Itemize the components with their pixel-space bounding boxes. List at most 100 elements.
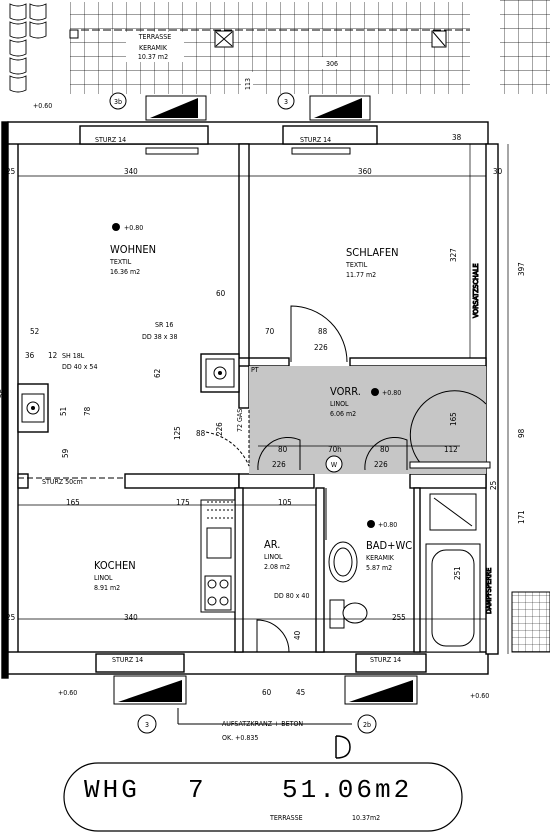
dim-165-right: 165	[449, 412, 458, 426]
dimension-lines	[18, 144, 509, 654]
dim-88-left: 88	[196, 429, 206, 438]
sturz-label-bottom-right: STURZ 14	[370, 656, 401, 664]
dim-112: 112	[444, 445, 458, 454]
level-bottom-right: +0.60	[470, 692, 489, 700]
roof-tiles-left	[9, 3, 47, 93]
dim-327: 327	[449, 248, 458, 262]
title-block-frame	[63, 762, 463, 832]
dimension-texts: 340 360 30 25 38 52 36 12 60 70 88 226 3…	[0, 133, 526, 640]
terrace-top: TERRASSE KERAMIK 10.37 m2 306 113 +0.60 …	[9, 0, 550, 121]
schlafen-floor: TEXTIL	[345, 261, 368, 269]
dim-60-bottom: 60	[262, 688, 272, 697]
wohnen-name: WOHNEN	[110, 243, 156, 256]
kitchen-counter	[200, 499, 236, 613]
wohnen-floor: TEXTIL	[109, 258, 132, 266]
ar-floor: LINOL	[264, 553, 283, 561]
dim-125: 125	[173, 426, 182, 440]
level-top-left: +0.60	[33, 102, 52, 110]
sturz-label-bottom-left: STURZ 14	[112, 656, 143, 664]
room-bad: +0.80 BAD+WC KERAMIK 5.87 m2	[366, 520, 412, 572]
dim-45: 45	[296, 688, 305, 697]
gas-label: 72 GAS	[236, 409, 244, 432]
wohnung-number: 7	[188, 775, 207, 805]
dim-165-bottom: 165	[66, 498, 80, 507]
room-schlafen: SCHLAFEN TEXTIL 11.77 m2	[345, 246, 399, 279]
dim-226-a: 226	[272, 460, 286, 469]
title-block: WHG 7 51.06m2 TERRASSE 10.37m2	[63, 762, 463, 832]
terrace-floor: KERAMIK	[139, 44, 168, 52]
kochen-name: KOCHEN	[94, 559, 136, 572]
schlafen-area: 11.77 m2	[346, 271, 376, 279]
dim-25-left: 25	[0, 389, 8, 398]
entrance-marker: W	[325, 455, 491, 473]
dim-171: 171	[517, 510, 526, 524]
dim-175: 175	[176, 498, 190, 507]
dim-80-b: 80	[380, 445, 390, 454]
dampfsperre-label: DAMPFSPERRE	[485, 568, 493, 614]
dim-113: 113	[244, 78, 252, 90]
dim-12: 12	[48, 351, 57, 360]
terrace-area: 10.37 m2	[138, 53, 168, 61]
dim-40: 40	[293, 630, 302, 640]
level-bottom-left: +0.60	[58, 689, 77, 697]
bottom-lintels: STURZ 14 STURZ 14 +0.60 +0.60 60 45 AUFS…	[58, 591, 550, 759]
dim-226-b: 226	[374, 460, 388, 469]
walls	[1, 121, 499, 679]
dim-78: 78	[83, 406, 92, 416]
dim-38: 38	[452, 133, 462, 142]
w-label: W	[331, 461, 338, 469]
terrace-name: TERRASSE	[138, 33, 172, 41]
axis-3-top: 3	[284, 98, 288, 106]
duct3-label: DD 80 x 40	[274, 592, 309, 600]
vorr-level: +0.80	[382, 389, 401, 397]
dim-25-right: 25	[489, 481, 498, 490]
vorsatzschale-label: VORSATZSCHALE	[472, 263, 480, 318]
dim-340-bottom: 340	[124, 613, 138, 622]
dim-25-top: 25	[6, 167, 15, 176]
wohnung-area: 51.06m2	[282, 775, 412, 805]
sturz-50-label: STURZ 50cm	[42, 478, 83, 486]
dim-62: 62	[153, 369, 162, 378]
dim-251: 251	[453, 566, 462, 580]
dim-25-bottom: 25	[6, 613, 15, 622]
axis-3b-top: 3b	[114, 98, 122, 106]
duct1-a: SR 16	[155, 321, 173, 329]
dim-105: 105	[278, 498, 292, 507]
wohnung-label: WHG	[84, 775, 140, 805]
sturz-label-top-right: STURZ 14	[300, 136, 331, 144]
dim-88-top: 88	[318, 327, 328, 336]
ar-name: AR.	[264, 538, 280, 551]
duct1-b: DD 38 x 38	[142, 333, 177, 341]
schlafen-name: SCHLAFEN	[346, 246, 399, 259]
pt-label: PT	[251, 366, 259, 374]
bad-floor: KERAMIK	[366, 554, 395, 562]
sturz-label-top-left: STURZ 14	[95, 136, 126, 144]
dim-226-top: 226	[314, 343, 328, 352]
room-ar: AR. LINOL 2.08 m2	[264, 538, 290, 571]
vorr-floor: LINOL	[330, 400, 349, 408]
bad-area: 5.87 m2	[366, 564, 392, 572]
terrace-tile-grid-right	[500, 0, 550, 94]
axis-3-bottom: 3	[145, 721, 149, 729]
dim-226-left: 226	[215, 422, 224, 436]
dim-70h: 70h	[328, 445, 342, 454]
dim-70: 70	[265, 327, 275, 336]
top-lintels: STURZ 14 STURZ 14	[95, 136, 351, 155]
dim-36: 36	[25, 351, 35, 360]
kochen-area: 8.91 m2	[94, 584, 120, 592]
bathroom-fixtures: DAMPFSPERRE VORSATZSCHALE	[328, 263, 494, 653]
dim-51: 51	[59, 407, 68, 416]
dim-397: 397	[517, 262, 526, 276]
duct2-b: DD 40 x 54	[62, 363, 97, 371]
dim-360: 360	[358, 167, 372, 176]
footer-terrace-area: 10.37m2	[352, 814, 380, 822]
shaft-left: SH 18L DD 40 x 54	[17, 352, 97, 433]
shaft-center: SR 16 DD 38 x 38 PT	[142, 321, 259, 393]
footer-terrace-label: TERRASSE	[269, 814, 303, 822]
dim-59: 59	[61, 448, 70, 458]
dim-98: 98	[517, 428, 526, 438]
vorr-area: 6.06 m2	[330, 410, 356, 418]
room-wohnen: +0.80 WOHNEN TEXTIL 16.36 m2	[109, 223, 156, 276]
dim-30: 30	[493, 167, 503, 176]
